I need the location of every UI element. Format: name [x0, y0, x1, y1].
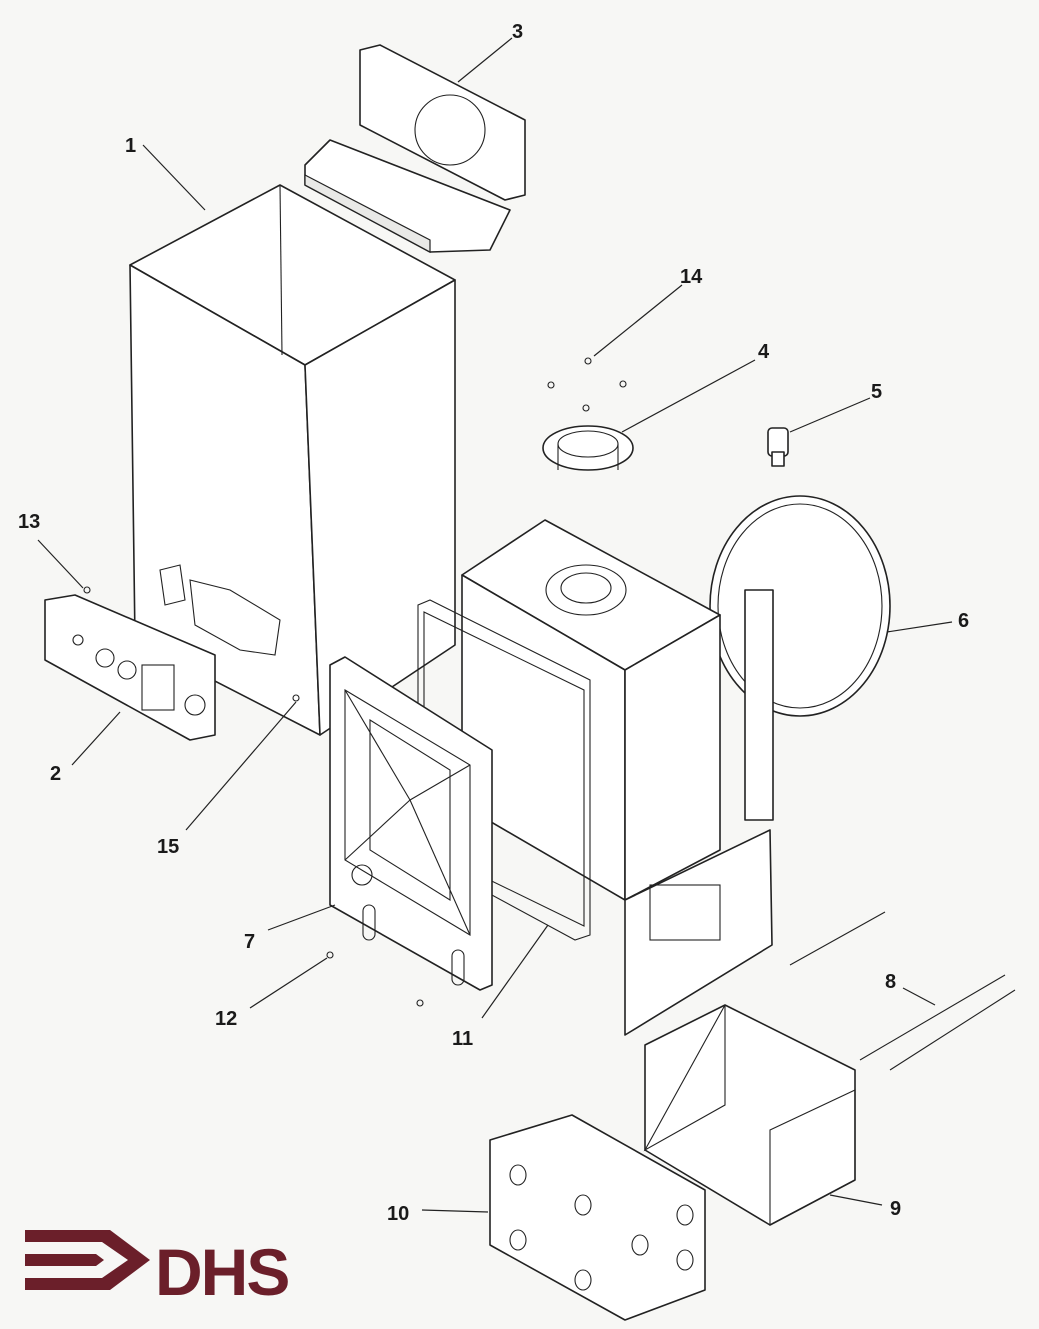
part-10-lower-frame: [489, 1114, 706, 1321]
callout-5: 5: [871, 381, 882, 403]
callout-14: 14: [680, 266, 703, 288]
part-7-combustion-panel: [329, 656, 493, 991]
callout-12: 12: [215, 1008, 237, 1030]
callout-3: 3: [512, 21, 523, 43]
part-15-screw: [292, 694, 300, 702]
callout-7: 7: [244, 931, 255, 953]
part-12-screw-2: [416, 999, 424, 1007]
part-5-valve: [767, 427, 789, 467]
part-3-flue-hood: [304, 44, 526, 254]
callout-labels: 1 2 3 4 5 6 7 8 9 10 11 12 13 14 15: [18, 21, 969, 1225]
callout-13: 13: [18, 511, 40, 533]
callout-15: 15: [157, 836, 179, 858]
part-14-screws: [547, 357, 627, 412]
part-4-flue-ring: [542, 425, 634, 471]
part-2-control-fascia: [44, 594, 216, 741]
callout-4: 4: [758, 341, 770, 363]
callout-6: 6: [958, 610, 969, 632]
part-9-lower-cover: [643, 1004, 856, 1226]
part-6-expansion-vessel: [709, 495, 891, 717]
logo-arrow-mark: [25, 1230, 150, 1290]
part-13-screw: [83, 586, 91, 594]
callout-1: 1: [125, 135, 136, 157]
callout-8: 8: [885, 971, 896, 993]
callout-11: 11: [452, 1028, 473, 1050]
leader-lines: [37, 37, 953, 1213]
dhs-logo: DHS: [25, 1230, 290, 1309]
part-12-screw: [326, 951, 334, 959]
callout-10: 10: [387, 1203, 409, 1225]
logo-text: DHS: [155, 1235, 288, 1309]
callout-9: 9: [890, 1198, 901, 1220]
part-8-rods: [789, 911, 1016, 1071]
callout-2: 2: [50, 763, 61, 785]
